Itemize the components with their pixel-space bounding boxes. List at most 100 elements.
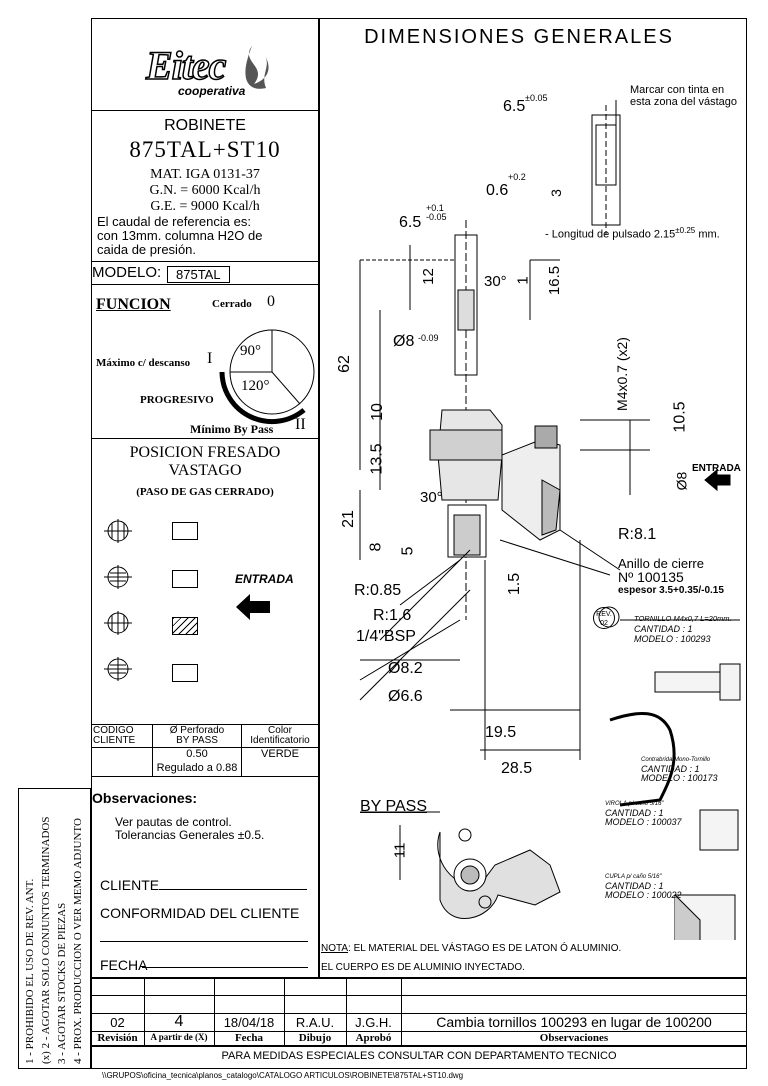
dim-28-5: 28.5: [501, 760, 533, 777]
obs-conformidad: CONFORMIDAD DEL CLIENTE: [100, 905, 300, 921]
product-ge: G.E. = 9000 Kcal/h: [150, 199, 260, 214]
h-apartir: A partir de (X): [150, 1032, 208, 1042]
divider: [91, 776, 319, 777]
spec-h-codigo-2: CLIENTE: [93, 735, 136, 746]
obs-line-1: Ver pautas de control.: [115, 815, 232, 829]
tornillo-modelo: MODELO : 100293: [634, 634, 711, 644]
divider: [91, 977, 747, 979]
drawing-frame: [91, 18, 747, 1069]
dim-30: 30°: [420, 489, 443, 506]
side-note-4: 4 - PROX. PRODUCCION O VER MEMO ADJUNTO: [72, 818, 84, 1064]
spec-h-color-1: Color: [268, 725, 292, 736]
rev-col: [401, 977, 402, 1045]
obs-value: Cambia tornillos 100293 en lugar de 1002…: [436, 1014, 712, 1030]
rev-col: [214, 977, 215, 1045]
dim-o8-r: Ø8: [673, 471, 690, 491]
divider: [91, 1013, 747, 1014]
angle-120: 120°: [241, 378, 270, 394]
dim-1: 1: [514, 276, 532, 285]
dim-13-5: 13.5: [368, 443, 386, 475]
dim-6-5: 6.5: [399, 214, 422, 231]
dim-62: 62: [335, 355, 353, 373]
obs-line-2: Tolerancias Generales ±0.5.: [115, 828, 265, 842]
position-box-2: [172, 570, 198, 588]
funcion-cerrado: Cerrado: [212, 298, 252, 310]
part-tornillo: TORNILLO M4x0,7 L=20mm. CANTIDAD : 1 MOD…: [634, 614, 744, 644]
spec-col-line: [241, 724, 242, 776]
divider: [91, 1031, 747, 1032]
dim-6-5-top: 6.5: [503, 98, 526, 115]
stem-positions-icon: [104, 519, 132, 681]
divider: [91, 438, 319, 439]
dim-30-top: 30°: [484, 273, 507, 290]
dibujo-value: R.A.U.: [295, 1015, 335, 1030]
caudal-line-1: El caudal de referencia es:: [97, 214, 251, 229]
spec-perforado: 0.50: [186, 748, 208, 760]
side-note-1: 1 - PROHIBIDO EL USO DE REV. ANT.: [24, 878, 36, 1064]
h-fecha: Fecha: [234, 1032, 264, 1044]
pulsado-tol: ±0.25: [675, 226, 696, 235]
fecha-value: 18/04/18: [223, 1015, 275, 1030]
page-title: DIMENSIONES GENERALES: [364, 26, 674, 48]
product-type: ROBINETE: [164, 117, 246, 134]
cuerpo-note: EL CUERPO ES DE ALUMINIO INYECTADO.: [321, 962, 525, 973]
contrabrida-name: Contrabrida Mono-Tornillo: [641, 757, 711, 763]
dim-11: 11: [391, 842, 409, 859]
virola-modelo: MODELO : 100037: [605, 817, 682, 827]
dim-m4: M4x0.7 (x2): [613, 337, 630, 411]
pulsado: - Longitud de pulsado 2.15±0.25 mm.: [545, 226, 720, 241]
dim-o8-2: Ø8.2: [388, 660, 423, 677]
divider: [91, 110, 319, 111]
posicion-subtitle: (PASO DE GAS CERRADO): [136, 486, 274, 498]
part-cupla: CUPLA p/ caño 5/16" CANTIDAD : 1 MODELO …: [605, 873, 710, 900]
rev-value: 02: [110, 1015, 125, 1030]
pulsado-unit: mm.: [698, 228, 720, 241]
logo-sub: cooperativa: [178, 84, 246, 98]
dim-12: 12: [419, 268, 437, 285]
cliente-line: [159, 889, 307, 890]
dim-tol-p02: +0.2: [508, 172, 526, 182]
funcion-minimo: Mínimo By Pass: [190, 422, 274, 436]
spec-regulado: Regulado a 0.88: [156, 762, 238, 774]
h-rev: Revisión: [97, 1032, 138, 1044]
spec-h-color-2: Identificatorio: [250, 735, 310, 746]
dim-tol-o8: -0.09: [418, 333, 439, 343]
logo-flame-icon: [245, 46, 269, 89]
side-notes: 1 - PROHIBIDO EL USO DE REV. ANT. (x) 2 …: [22, 794, 86, 1064]
dim-1-5: 1.5: [506, 572, 524, 596]
modelo-label: MODELO:: [92, 264, 162, 281]
spec-col-line: [152, 724, 153, 776]
nota-text: : EL MATERIAL DEL VÁSTAGO ES DE LATON Ó …: [348, 943, 622, 954]
dim-o6-6: Ø6.6: [388, 688, 423, 705]
tornillo-cant: CANTIDAD : 1: [634, 624, 693, 634]
dim-r0-85: R:0.85: [354, 582, 402, 599]
nota-line: NOTA: EL MATERIAL DEL VÁSTAGO ES DE LATO…: [321, 943, 621, 954]
funcion-minimo-num: II: [295, 416, 306, 433]
dim-tol-0-05: ±0.05: [525, 93, 548, 103]
dim-8: 8: [367, 542, 385, 552]
h-obs: Observaciones: [539, 1032, 609, 1044]
position-box-4: [172, 664, 198, 682]
fecha-line: [142, 967, 308, 968]
logo-brand: Eitec: [145, 42, 227, 89]
divider: [91, 724, 319, 725]
arrow-left-icon: [236, 594, 270, 620]
apartir-value: 4: [174, 1013, 184, 1030]
side-notes-box: [18, 788, 91, 1069]
divider: [91, 284, 319, 285]
h-dibujo: Dibujo: [298, 1032, 332, 1044]
funcion-cerrado-num: 0: [267, 293, 275, 310]
posicion-title-1: POSICION FRESADO: [129, 444, 281, 461]
funcion-maximo: Máximo c/ descanso: [96, 357, 191, 369]
divider: [91, 261, 319, 262]
cupla-cant: CANTIDAD : 1: [605, 881, 664, 891]
modelo-value: 875TAL: [167, 266, 230, 283]
virola-cant: CANTIDAD : 1: [605, 808, 664, 818]
side-note-2: (x) 2 - AGOTAR SOLO CONJUNTOS TERMINADOS: [40, 816, 52, 1064]
obs-cliente: CLIENTE: [100, 877, 160, 893]
dim-10: 10: [368, 403, 386, 421]
espesor: espesor 3.5+0.35/-0.15: [618, 585, 724, 596]
contrabrida-modelo: MODELO : 100173: [641, 773, 718, 783]
dim-tol-6-5: +0.1 -0.05: [426, 203, 447, 222]
rev-col: [144, 977, 145, 1045]
